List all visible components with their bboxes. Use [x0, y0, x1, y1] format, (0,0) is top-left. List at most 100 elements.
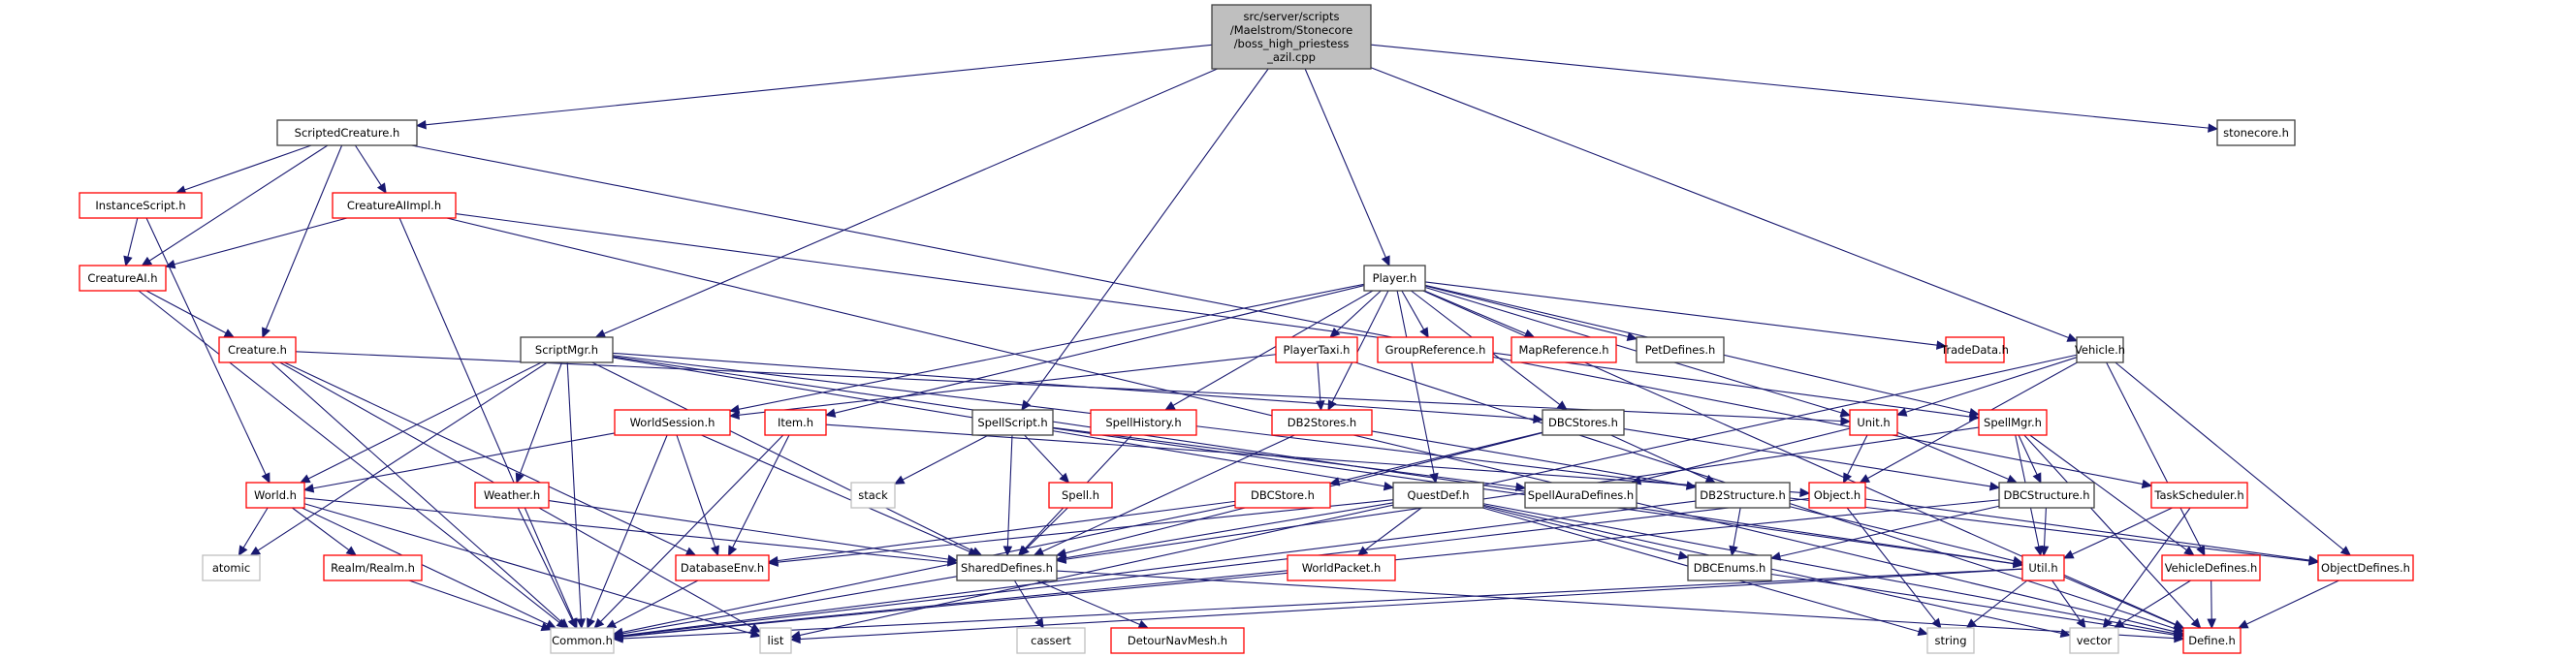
- arrowhead-icon: [1931, 617, 1942, 629]
- node-cassert[interactable]: cassert: [1016, 627, 1086, 654]
- node-box: [332, 192, 457, 219]
- node-shared-defines[interactable]: SharedDefines.h: [956, 554, 1058, 581]
- edge-script-mgr-to-world: [307, 361, 542, 480]
- node-label: DatabaseEnv.h: [681, 561, 764, 575]
- edge-dbcstores-to-db2-structure: [1610, 434, 1708, 480]
- node-world-packet[interactable]: WorldPacket.h: [1287, 554, 1396, 581]
- node-atomic[interactable]: atomic: [202, 554, 261, 581]
- node-creature[interactable]: Creature.h: [218, 336, 297, 363]
- arrowhead-icon: [587, 617, 595, 630]
- node-scripted-creature[interactable]: ScriptedCreature.h: [276, 119, 418, 146]
- node-spell[interactable]: Spell.h: [1048, 482, 1113, 509]
- node-world[interactable]: World.h: [245, 482, 305, 509]
- node-creature-aiimpl[interactable]: CreatureAIImpl.h: [332, 192, 457, 219]
- node-spell-aura-defines[interactable]: SpellAuraDefines.h: [1524, 482, 1638, 509]
- node-vector[interactable]: vector: [2069, 627, 2119, 654]
- arrowhead-icon: [1429, 472, 1439, 485]
- node-script-mgr[interactable]: ScriptMgr.h: [520, 336, 614, 363]
- node-box: [2021, 554, 2065, 581]
- node-dbcstore[interactable]: DBCStore.h: [1234, 482, 1331, 509]
- edge-world-session-to-database-env: [676, 434, 716, 548]
- node-label: Vehicle.h: [2075, 343, 2125, 357]
- arrowhead-icon: [2207, 618, 2216, 630]
- arrowhead-icon: [2141, 479, 2153, 489]
- node-stonecore[interactable]: stonecore.h: [2216, 119, 2296, 146]
- edge-quest-def-to-database-env: [777, 499, 1394, 563]
- edge-db2-stores-to-db2-structure: [1371, 430, 1688, 486]
- node-dbcstores[interactable]: DBCStores.h: [1542, 409, 1625, 436]
- node-instance-script[interactable]: InstanceScript.h: [79, 192, 203, 219]
- edge-player-to-player-taxi: [1336, 290, 1382, 332]
- node-spell-script[interactable]: SpellScript.h: [971, 409, 1054, 436]
- node-vehicle-defines[interactable]: VehicleDefines.h: [2161, 554, 2261, 581]
- node-label: Weather.h: [484, 488, 540, 502]
- arrowhead-icon: [728, 410, 740, 420]
- edge-util-to-define: [2063, 576, 2176, 626]
- node-spell-mgr[interactable]: SpellMgr.h: [1978, 409, 2048, 436]
- node-player-taxi[interactable]: PlayerTaxi.h: [1275, 336, 1358, 363]
- edge-db2-structure-to-dbcenums: [1733, 507, 1741, 548]
- node-box: [1363, 265, 1426, 292]
- node-common[interactable]: Common.h: [550, 627, 615, 654]
- node-list[interactable]: list: [759, 627, 792, 654]
- arrowhead-icon: [515, 472, 525, 485]
- node-object-defines[interactable]: ObjectDefines.h: [2317, 554, 2414, 581]
- edge-world-session-to-common: [589, 434, 668, 620]
- node-db2-structure[interactable]: DB2Structure.h: [1695, 482, 1791, 509]
- node-label: ObjectDefines.h: [2321, 561, 2410, 575]
- node-item[interactable]: Item.h: [764, 409, 827, 436]
- node-dbcenums[interactable]: DBCEnums.h: [1687, 554, 1772, 581]
- node-map-reference[interactable]: MapReference.h: [1511, 336, 1617, 363]
- node-box: [2161, 554, 2261, 581]
- node-root[interactable]: src/server/scripts/Maelstrom/Stonecore/b…: [1211, 4, 1372, 70]
- arrowhead-icon: [2196, 545, 2206, 557]
- edge-unit-to-dbcstructure: [1896, 431, 2009, 481]
- edge-creature-ai-to-common: [138, 290, 560, 623]
- node-define[interactable]: Define.h: [2182, 627, 2242, 654]
- edge-player-to-group-reference: [1401, 290, 1425, 330]
- arrowhead-icon: [2307, 555, 2320, 565]
- node-label: Realm/Realm.h: [331, 561, 415, 575]
- edge-quest-def-to-world-packet: [1364, 507, 1422, 551]
- edge-script-mgr-to-weather: [519, 361, 563, 475]
- node-pet-defines[interactable]: PetDefines.h: [1636, 336, 1725, 363]
- node-task-scheduler[interactable]: TaskScheduler.h: [2150, 482, 2248, 509]
- node-label: WorldPacket.h: [1302, 561, 1382, 575]
- node-quest-def[interactable]: QuestDef.h: [1392, 482, 1484, 509]
- edge-player-to-trade-data: [1424, 281, 1938, 346]
- node-db2-stores[interactable]: DB2Stores.h: [1271, 409, 1373, 436]
- edge-database-env-to-common: [614, 580, 699, 625]
- edge-util-to-common: [621, 568, 2023, 640]
- node-util[interactable]: Util.h: [2021, 554, 2065, 581]
- edge-spell-script-to-stack: [902, 434, 989, 481]
- node-player[interactable]: Player.h: [1363, 265, 1426, 292]
- node-label: CreatureAI.h: [87, 271, 157, 285]
- node-box: [1211, 4, 1372, 70]
- node-string[interactable]: string: [1926, 627, 1975, 654]
- node-detour-nav-mesh[interactable]: DetourNavMesh.h: [1110, 627, 1245, 654]
- arrowhead-icon: [1059, 472, 1070, 484]
- arrowhead-icon: [593, 617, 605, 629]
- node-weather[interactable]: Weather.h: [474, 482, 550, 509]
- node-realm[interactable]: Realm/Realm.h: [323, 554, 423, 581]
- node-trade-data[interactable]: TradeData.h: [1940, 336, 2009, 363]
- edge-root-to-spell-script: [1026, 68, 1269, 404]
- arrowhead-icon: [1328, 477, 1341, 486]
- edge-player-to-pet-defines: [1424, 285, 1629, 338]
- node-vehicle[interactable]: Vehicle.h: [2075, 336, 2125, 363]
- node-unit[interactable]: Unit.h: [1849, 409, 1898, 436]
- node-label: DB2Stores.h: [1288, 416, 1356, 429]
- arrowhead-icon: [1514, 482, 1527, 492]
- node-box: [1275, 336, 1358, 363]
- node-box: [79, 265, 167, 292]
- node-object[interactable]: Object.h: [1808, 482, 1866, 509]
- node-dbcstructure[interactable]: DBCStructure.h: [1998, 482, 2095, 509]
- node-group-reference[interactable]: GroupReference.h: [1377, 336, 1494, 363]
- arrowhead-icon: [2339, 546, 2352, 556]
- node-stack[interactable]: stack: [850, 482, 896, 509]
- edge-shared-defines-to-common: [621, 576, 958, 635]
- node-spell-history[interactable]: SpellHistory.h: [1090, 409, 1197, 436]
- node-creature-ai[interactable]: CreatureAI.h: [79, 265, 167, 292]
- node-database-env[interactable]: DatabaseEnv.h: [675, 554, 770, 581]
- node-world-session[interactable]: WorldSession.h: [614, 409, 731, 436]
